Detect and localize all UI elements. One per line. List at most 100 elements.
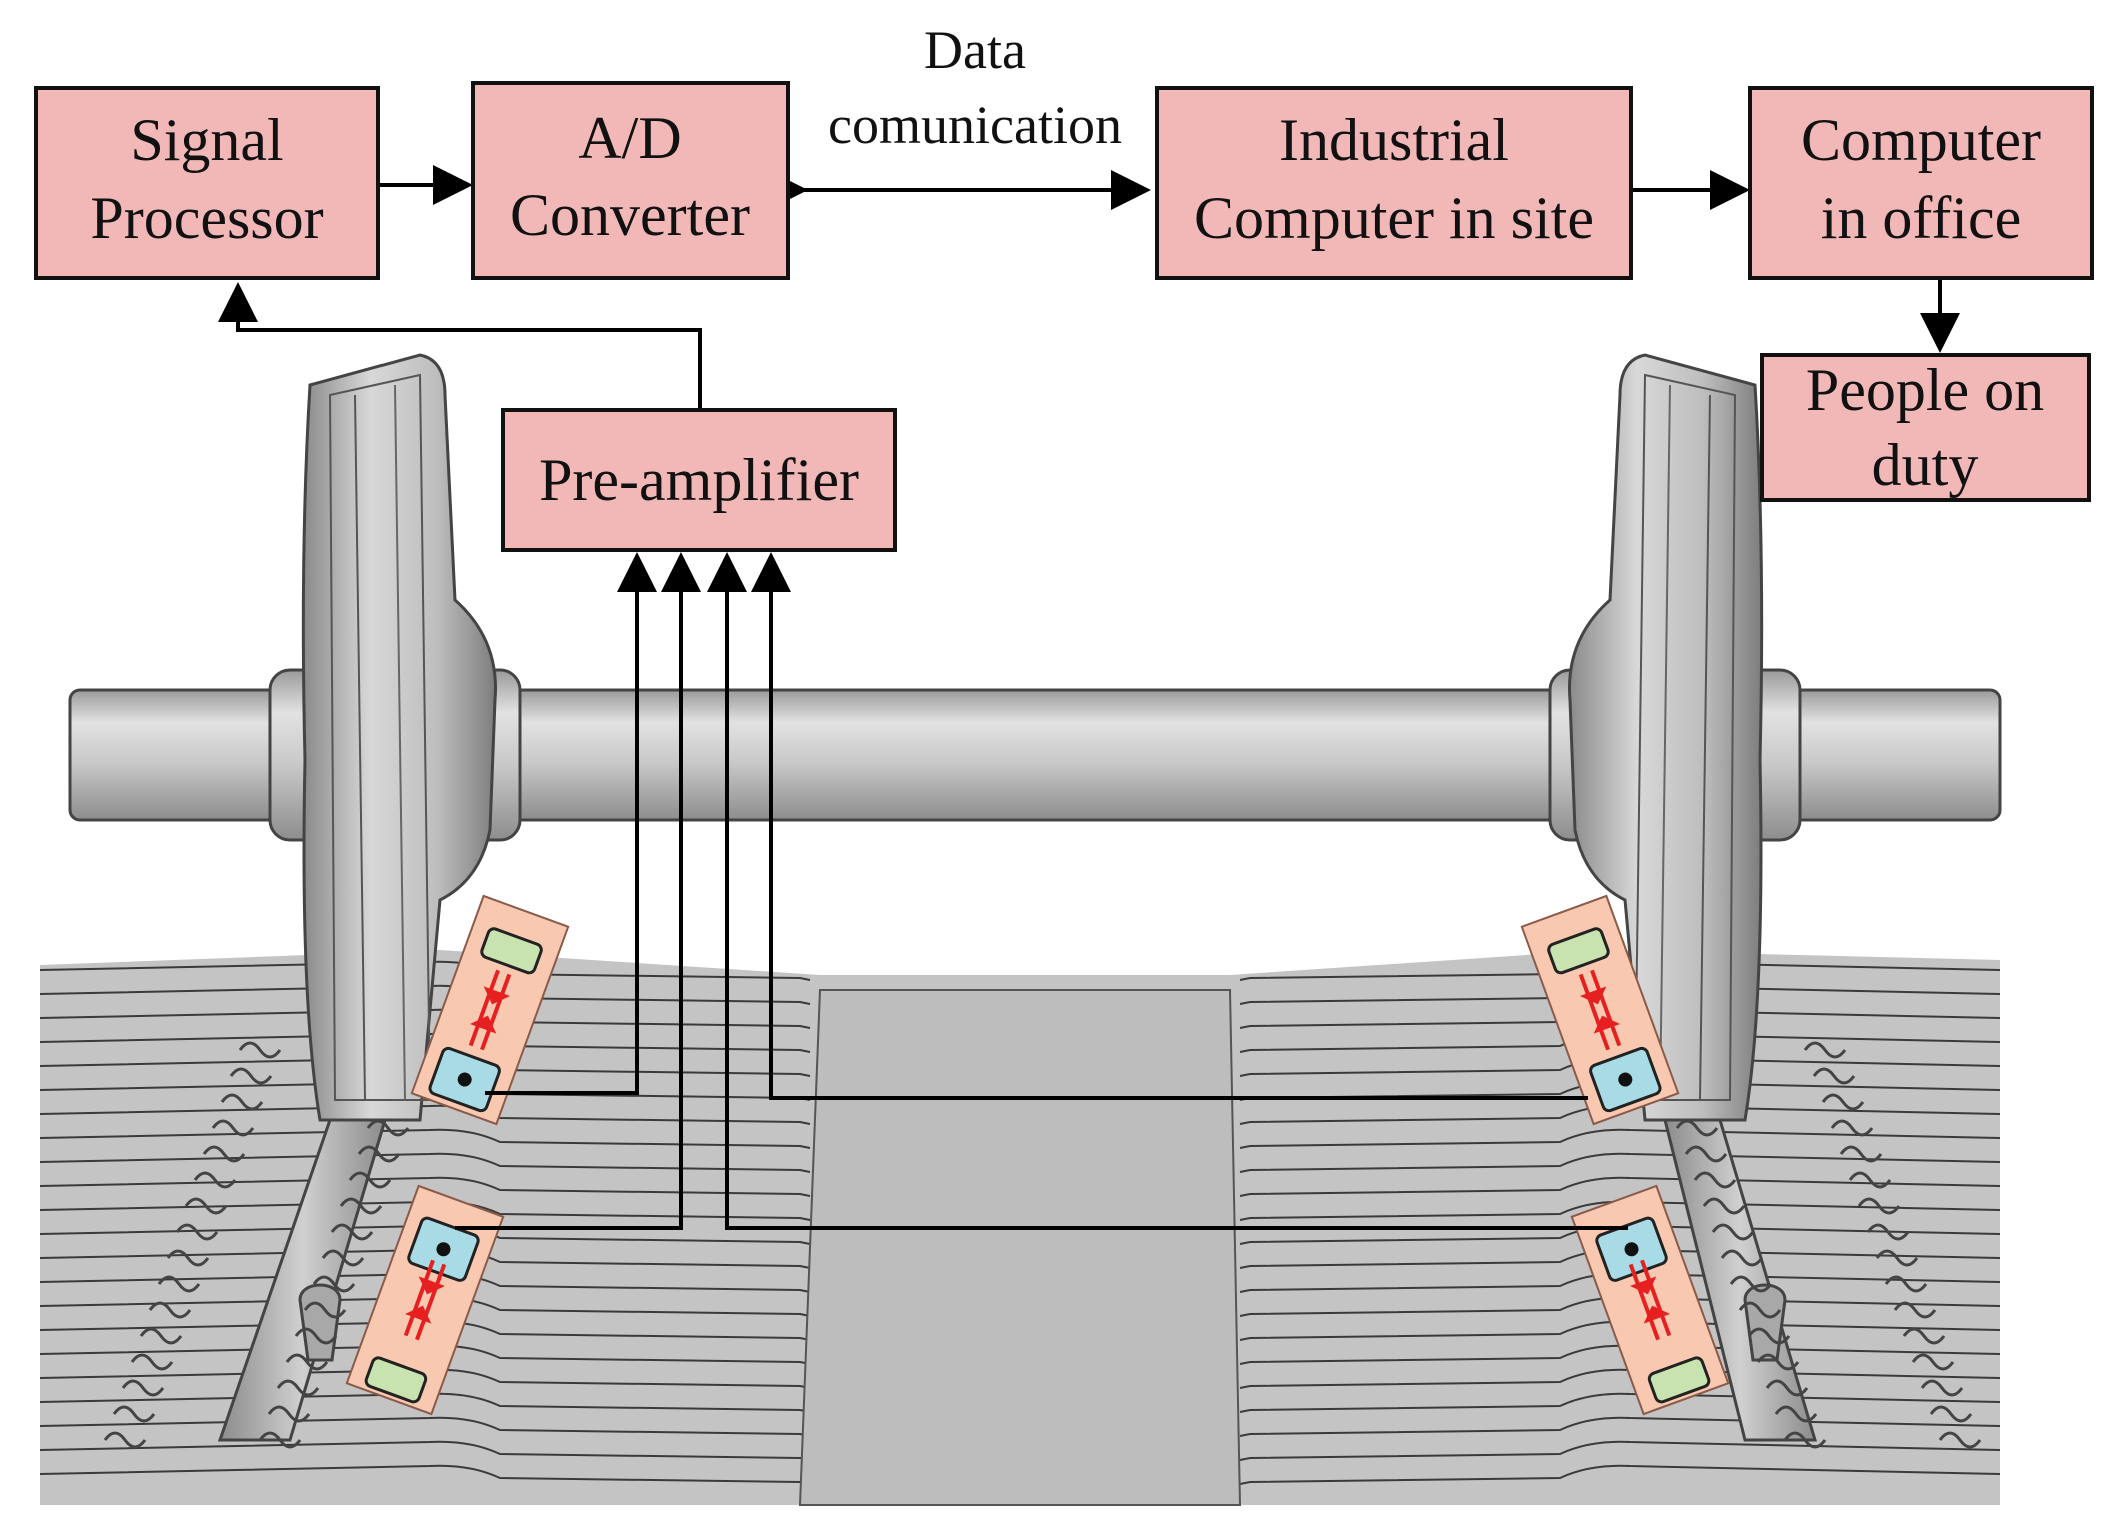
rail-clip — [229, 1067, 273, 1085]
rail-clip — [148, 1301, 192, 1319]
rail-clip — [348, 1171, 392, 1189]
box-pre-amplifier: Pre-amplifier — [501, 408, 897, 552]
rail-clip — [366, 1119, 410, 1137]
rail-clip — [166, 1249, 210, 1267]
industrial-computer-line-2: Computer in site — [1194, 185, 1594, 251]
rail-clip — [139, 1327, 183, 1345]
sleeper-line-right — [1239, 1464, 2001, 1485]
rail-clip — [1711, 1223, 1755, 1241]
rail-clip — [1684, 1145, 1728, 1163]
sleeper-line-right — [1239, 1152, 2001, 1173]
sleeper-line-right — [1239, 1440, 2001, 1461]
rail-clip — [1848, 1171, 1892, 1189]
rail-clip — [175, 1223, 219, 1241]
wheel-sensor-icon — [410, 894, 570, 1126]
rail-clip — [1920, 1379, 1964, 1397]
rail-clip — [211, 1119, 255, 1137]
rail-clip — [321, 1249, 365, 1267]
sleeper-line-right — [1239, 1176, 2001, 1197]
rail-clip — [258, 1431, 302, 1449]
rail-clip — [220, 1093, 264, 1111]
box-ad-converter: A/D Converter — [471, 81, 790, 280]
rail-clip — [276, 1379, 320, 1397]
rail-clip — [121, 1379, 165, 1397]
rail-clip — [1738, 1301, 1782, 1319]
rail-clip — [339, 1197, 383, 1215]
rail-clip — [157, 1275, 201, 1293]
rail-clip — [1675, 1119, 1719, 1137]
rail-clip — [1929, 1405, 1973, 1423]
sleeper-line-right — [1239, 1128, 2001, 1149]
box-industrial-computer: Industrial Computer in site — [1155, 86, 1633, 280]
rail-clip — [130, 1353, 174, 1371]
rail-clip — [184, 1197, 228, 1215]
rail-clip — [285, 1353, 329, 1371]
rail-clip — [103, 1431, 147, 1449]
box-people-on-duty: People on duty — [1760, 353, 2091, 502]
rail-clip — [1911, 1353, 1955, 1371]
rail-clip — [1765, 1379, 1809, 1397]
wheel-sensor-icon — [1520, 894, 1680, 1126]
signal-processor-line-2: Processor — [90, 185, 323, 251]
computer-office-line-2: in office — [1821, 185, 2021, 251]
sensor-wires — [455, 552, 1628, 1230]
rail-clip — [1747, 1327, 1791, 1345]
rail-clip — [1803, 1041, 1847, 1059]
rail-clip — [1839, 1145, 1883, 1163]
rail-clip — [193, 1171, 237, 1189]
rail-clip — [1783, 1431, 1827, 1449]
sleeper-line-left — [39, 1128, 811, 1149]
rail-clip — [1866, 1223, 1910, 1241]
data-communication-line-1: Data — [924, 20, 1026, 80]
rail-clip — [1729, 1275, 1773, 1293]
rail-clip — [1884, 1275, 1928, 1293]
rail-clip — [1702, 1197, 1746, 1215]
rail-clip — [330, 1223, 374, 1241]
sleeper-line-left — [39, 1464, 811, 1485]
rail-clip — [1893, 1301, 1937, 1319]
wheel-sensor-icon — [345, 1184, 505, 1416]
rail-clip — [1812, 1067, 1856, 1085]
rail-clip — [1938, 1431, 1982, 1449]
sleeper-line-right — [1239, 1416, 2001, 1437]
industrial-computer-line-1: Industrial — [1279, 107, 1509, 173]
wheel-sensor-icon — [1570, 1184, 1730, 1416]
rail-clip — [1875, 1249, 1919, 1267]
rail-clip — [357, 1145, 401, 1163]
data-communication-label: Data comunication — [828, 20, 1122, 155]
data-communication-line-2: comunication — [828, 95, 1122, 155]
rail-clip — [267, 1405, 311, 1423]
rail-clip — [1902, 1327, 1946, 1345]
rail-clip — [1821, 1093, 1865, 1111]
rail-clip — [202, 1145, 246, 1163]
ad-converter-line-2: Converter — [510, 182, 750, 248]
sleeper-line-left — [39, 1416, 811, 1437]
sleeper-line-left — [39, 1440, 811, 1461]
sleeper-line-right — [1239, 1392, 2001, 1413]
rail-clip — [1693, 1171, 1737, 1189]
rail-clip — [1774, 1405, 1818, 1423]
ad-converter-line-1: A/D — [578, 105, 681, 171]
pre-amplifier-label: Pre-amplifier — [539, 447, 859, 513]
rail-clip — [312, 1275, 356, 1293]
wire-3 — [707, 552, 1628, 1230]
rail-clip — [1857, 1197, 1901, 1215]
people-on-duty-line-1: People on — [1806, 357, 2044, 423]
signal-processor-line-1: Signal — [130, 107, 283, 173]
computer-office-line-1: Computer — [1801, 107, 2041, 173]
rail-clip — [1720, 1249, 1764, 1267]
rail-clip — [112, 1405, 156, 1423]
sleeper-line-left — [39, 1176, 811, 1197]
rail-clip — [303, 1301, 347, 1319]
flow-arrows — [218, 165, 1960, 408]
people-on-duty-line-2: duty — [1872, 432, 1979, 498]
rail-clip — [238, 1041, 282, 1059]
box-computer-office: Computer in office — [1748, 86, 2094, 280]
rail-clip — [294, 1327, 338, 1345]
arrow-preamp-to-signal — [218, 282, 702, 408]
wire-1 — [485, 552, 657, 1095]
rail-clip — [1756, 1353, 1800, 1371]
sleeper-line-left — [39, 1152, 811, 1173]
box-signal-processor: Signal Processor — [34, 86, 380, 280]
